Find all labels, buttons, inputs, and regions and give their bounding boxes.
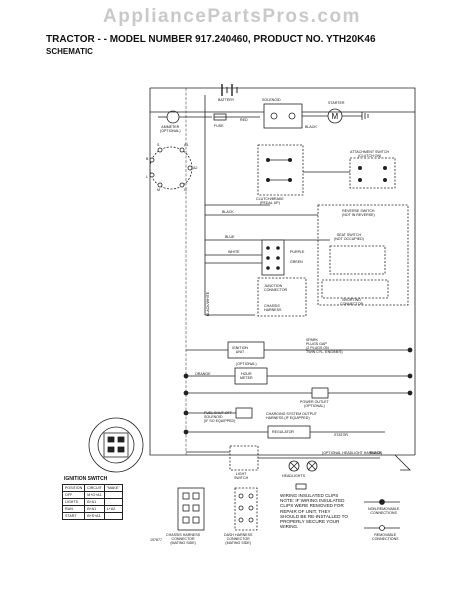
shorting-connector-label: SHORTING CONNECTOR — [340, 298, 364, 306]
wire-purple-label: PURPLE — [290, 250, 305, 254]
wire-black-label-1: BLACK — [305, 125, 317, 129]
light-switch-headlights — [186, 445, 411, 472]
page-subtitle: SCHEMATIC — [46, 47, 93, 56]
attachment-switch-label: ATTACHMENT SWITCH (CLUTCH ON) — [350, 150, 390, 158]
table-cell: OFF — [61, 491, 86, 499]
reverse-seat-switches — [205, 204, 409, 306]
attachment-switch — [303, 157, 396, 189]
solenoid-symbol — [263, 103, 328, 129]
table-row: RUN B+A1 L+A2 — [61, 505, 123, 513]
table-header: "MAKE" — [103, 484, 123, 492]
optional-label: (OPTIONAL) — [236, 362, 257, 366]
table-header-row: POSITION CIRCUIT "MAKE" — [61, 484, 123, 492]
page-title: TRACTOR - - MODEL NUMBER 917.240460, PRO… — [46, 34, 376, 45]
fuse-symbol — [213, 113, 260, 121]
clutch-brake-label: CLUTCH/BRAKE (PEDAL UP) — [256, 197, 284, 205]
non-removable-legend: NON-REMOVABLE CONNECTIONS — [368, 507, 400, 515]
wire-black-label-2: BLACK — [222, 210, 234, 214]
wire-black-label-3: BLACK — [370, 451, 382, 455]
pin-b: B — [146, 157, 149, 161]
headlight-harness-note: (OPTIONAL HEADLIGHT HARNESS) — [322, 451, 383, 455]
pin-s: S — [157, 143, 160, 147]
pin-m: M — [157, 188, 160, 192]
battery-symbol — [221, 84, 238, 96]
table-cell: M+G+A1 — [84, 491, 105, 499]
spark-plugs-label: SPARK PLUGS GAP (2 PLUGS ON TWIN CYL. EN… — [306, 338, 343, 354]
table-cell: B+A1 — [84, 505, 105, 513]
removable-legend: REMOVABLE CONNECTIONS — [372, 533, 399, 541]
ignition-unit-wiring — [186, 341, 413, 359]
part-number: 197677 — [150, 538, 162, 542]
svg-text:M: M — [332, 112, 339, 121]
ignition-switch-symbol — [149, 146, 193, 190]
table-row: START B+S+A1 — [61, 512, 123, 520]
pin-a1: A1 — [184, 143, 189, 147]
table-cell — [103, 498, 123, 506]
table-row: LIGHTS B+A1 — [61, 498, 123, 506]
fuse-label: FUSE — [214, 124, 224, 128]
battery-label: BATTERY — [218, 98, 235, 102]
power-outlet-label: POWER OUTLET (OPTIONAL) — [300, 400, 329, 408]
wire-black-white-label: BLACK/WHITE — [206, 291, 211, 317]
legend-symbols — [295, 483, 400, 531]
ignition-switch-table: POSITION CIRCUIT "MAKE" OFF M+G+A1 LIGHT… — [61, 484, 123, 520]
table-cell: RUN — [61, 505, 86, 513]
hour-meter-wiring — [183, 367, 413, 385]
power-outlet-wiring — [183, 387, 413, 399]
starter-label: STARTER — [328, 101, 345, 105]
table-header: POSITION — [61, 484, 86, 492]
dash-connector-label: DASH HARNESS CONNECTOR (MATING SIDE) — [224, 533, 253, 545]
table-row: OFF M+G+A1 — [61, 491, 123, 499]
watermark: AppliancePartsPros.com — [103, 6, 361, 27]
wire-red-label: RED — [240, 118, 248, 122]
table-cell: LIGHTS — [61, 498, 86, 506]
ignition-unit-label: IGNITION UNIT — [232, 346, 248, 354]
regulator-label: REGULATOR — [272, 430, 295, 434]
pin-a2: A2 — [193, 166, 198, 170]
fuel-solenoid-regulator — [183, 407, 385, 439]
chassis-harness-label: CHASSIS HARNESS — [264, 304, 282, 312]
headlights-label: HEADLIGHTS — [282, 474, 305, 478]
ignition-switch-face — [88, 417, 144, 473]
fuel-shutoff-label: FUEL SHUT-OFF SOLENOID (IF SO EQUIPPED) — [204, 411, 236, 423]
table-cell: START — [61, 512, 86, 520]
reverse-switch-label: REVERSE SWITCH (NOT IN REVERSE) — [342, 209, 375, 217]
junction-connector — [257, 239, 307, 317]
stator-label: STATOR — [334, 433, 348, 437]
junction-connector-label: JUNCTION CONNECTOR — [264, 284, 288, 292]
table-cell: L+A2 — [103, 505, 123, 513]
ignition-table-title: IGNITION SWITCH — [64, 476, 108, 482]
table-cell: B+S+A1 — [84, 512, 105, 520]
hour-meter-label: HOUR METER — [240, 372, 253, 380]
table-header: CIRCUIT — [84, 484, 105, 492]
pin-g: G — [184, 188, 187, 192]
chassis-connector-label: CHASSIS HARNESS CONNECTOR (MATING SIDE) — [166, 533, 201, 545]
seat-switch-label: SEAT SWITCH (NOT OCCUPIED) — [334, 233, 364, 241]
wire-blue-label: BLUE — [225, 235, 235, 239]
ammeter-label: AMMETER (OPTIONAL) — [160, 125, 181, 133]
solenoid-label: SOLENOID — [262, 98, 281, 102]
table-cell: B+A1 — [84, 498, 105, 506]
ammeter-symbol — [158, 110, 212, 124]
wire-green-label: GREEN — [290, 260, 303, 264]
wire-orange-label: ORANGE — [195, 372, 211, 376]
clutch-brake-switch — [205, 144, 304, 206]
wiring-clips-note: WIRING INSULATED CLIPS NOTE: IF WIRING I… — [280, 493, 348, 530]
charging-system-label: CHARGING SYSTEM OUTPUT HARNESS (IF EQUIP… — [266, 412, 317, 420]
pin-l: L — [146, 175, 148, 179]
wire-white-label: WHITE — [228, 250, 240, 254]
light-switch-label: LIGHT SWITCH — [234, 472, 249, 480]
starter-symbol: M — [327, 108, 369, 124]
table-cell — [103, 512, 123, 520]
table-cell — [103, 491, 123, 499]
harness-connectors — [177, 487, 258, 531]
